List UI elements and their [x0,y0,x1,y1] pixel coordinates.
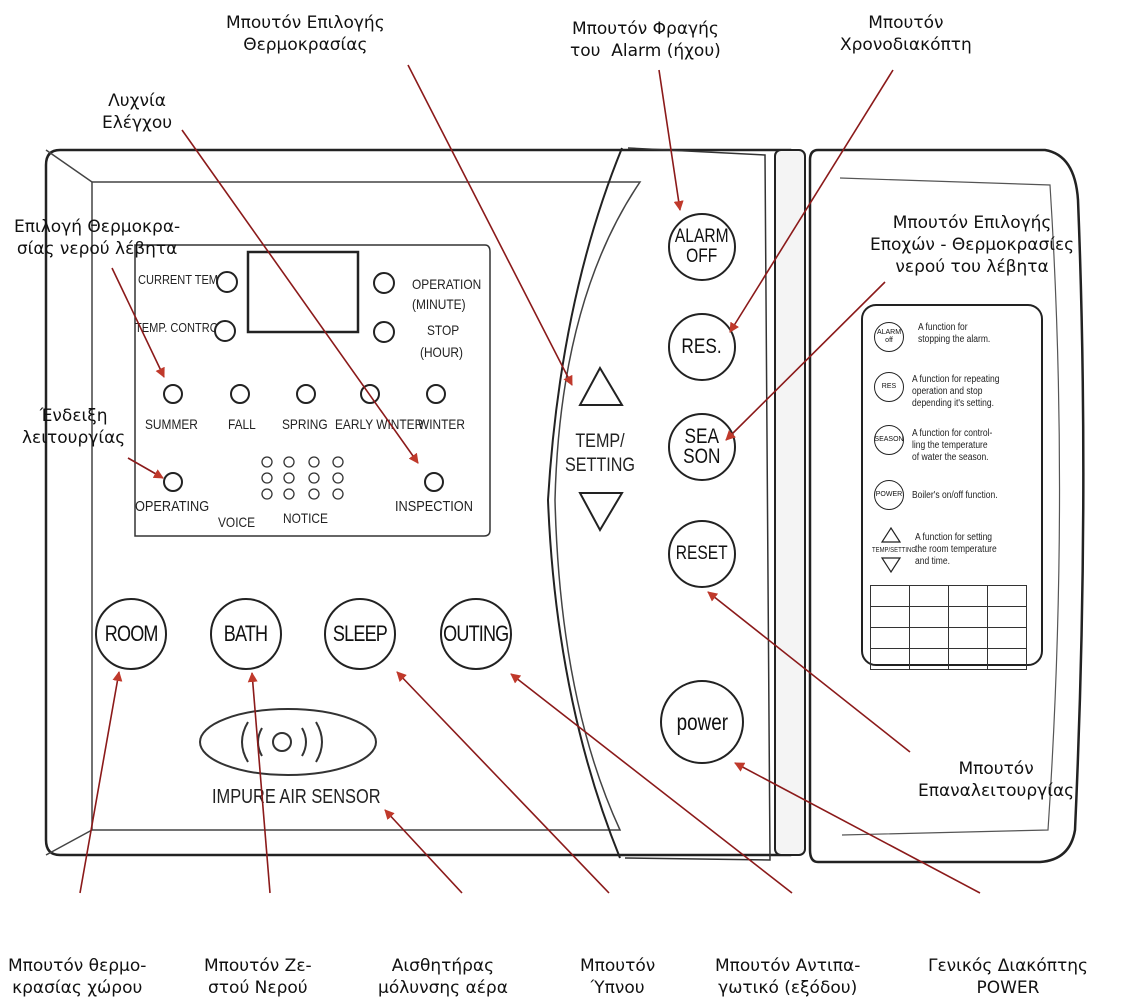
room-button[interactable]: ROOM [95,598,167,670]
outing-button[interactable]: OUTING [440,598,512,670]
fall-lamp [230,384,250,404]
alarm-off-button[interactable]: ALARM OFF [668,213,736,281]
season-button[interactable]: SEA SON [668,413,736,481]
card-season-icon: SEASON [874,425,904,455]
stop-label: STOP [427,322,460,338]
card-alarm-icon: ALARM off [874,322,904,352]
callout-main-switch: Γενικός Διακόπτης POWER [928,956,1088,998]
spring-lamp [296,384,316,404]
callout-hot-water: Μπουτόν Ζε- στού Νερού [204,956,312,998]
temp-control-label: TEMP. CONTROL [135,320,225,335]
arrow-operation [127,457,164,479]
callout-timer: Μπουτόν Χρονοδιακόπτη [840,13,972,55]
callout-water-temp: Επιλογή Θερμοκρα- σίας νερού λέβητα [14,217,181,259]
operation-lamp [373,272,395,294]
hour-label: (HOUR) [420,344,463,360]
inspection-lamp [424,472,444,492]
card-arrows-icon [880,527,902,573]
card-tempsetting-text: A function for setting the room temperat… [915,532,997,567]
operation-label: OPERATION [412,276,482,292]
season-fall: FALL [228,416,256,432]
temp-setting-label: TEMP/ SETTING [565,431,635,476]
minute-label: (MINUTE) [412,296,466,312]
callout-alarm-block: Μπουτόν Φραγής του Alarm (ήχου) [570,19,721,61]
impure-air-label: IMPURE AIR SENSOR [212,786,381,808]
callout-repeat: Μπουτόν Επαναλειτουργίας [918,759,1075,801]
operating-lamp [163,472,183,492]
card-alarm-text: A function for stopping the alarm. [918,322,991,345]
arrow-room [79,671,123,894]
notice-label: NOTICE [283,510,328,526]
sleep-button[interactable]: SLEEP [324,598,396,670]
arrow-antifreeze [510,673,793,894]
arrow-bath [247,672,271,894]
operating-label: OPERATING [135,498,210,515]
inspection-label: INSPECTION [395,498,473,515]
card-power-text: Boiler's on/off function. [912,490,998,501]
power-button[interactable]: power [660,680,744,764]
bath-button[interactable]: BATH [210,598,282,670]
arrow-sleep [396,671,610,894]
card-season-text: A function for control- ling the tempera… [912,428,993,463]
callout-temp-select: Μπουτόν Επιλογής Θερμοκρασίας [226,13,385,55]
arrow-temp-select [407,64,573,386]
arrow-timer [729,69,894,333]
card-tempsetting-icon-label: TEMP/SETTING [872,547,916,554]
season-summer: SUMMER [145,416,198,432]
callout-control-lamp: Λυχνία Ελέγχου [102,91,173,133]
callout-room-temp: Μπουτόν θερμο- κρασίας χώρου [8,956,147,998]
stop-lamp [373,321,395,343]
card-power-icon: POWER [874,480,904,510]
arrow-power [734,762,981,894]
res-button[interactable]: RES. [668,313,736,381]
card-res-icon: RES [874,372,904,402]
season-winter: WINTER [418,416,465,432]
current-temp-label: CURRENT TEMP [138,272,226,287]
callout-season-btn: Μπουτόν Επιλογής Εποχών - Θερμοκρασίες ν… [870,213,1075,277]
callout-air-sensor: Αισθητήρας μόλυνσης αέρα [378,956,508,998]
callout-sleep: Μπουτόν Ύπνου [580,956,656,998]
callout-operation-ind: Ένδειξη λειτουργίας [22,406,126,448]
season-early-winter: EARLY WINTER [335,416,424,432]
arrow-air [384,809,463,894]
arrow-control-lamp [181,129,419,464]
winter-lamp [426,384,446,404]
card-spec-table [870,585,1027,670]
arrow-season [725,281,886,441]
summer-lamp [163,384,183,404]
reset-button[interactable]: RESET [668,520,736,588]
current-temp-lamp [216,271,238,293]
voice-label: VOICE [218,514,256,530]
arrow-water-temp [111,267,165,378]
season-spring: SPRING [282,416,328,432]
temp-control-lamp [214,320,236,342]
card-res-text: A function for repeating operation and s… [912,374,1000,409]
callout-antifreeze: Μπουτόν Αντιπα- γωτικό (εξόδου) [715,956,861,998]
arrow-repeat [707,591,911,753]
notice-dots [261,456,344,500]
arrow-alarm-block [658,69,684,211]
